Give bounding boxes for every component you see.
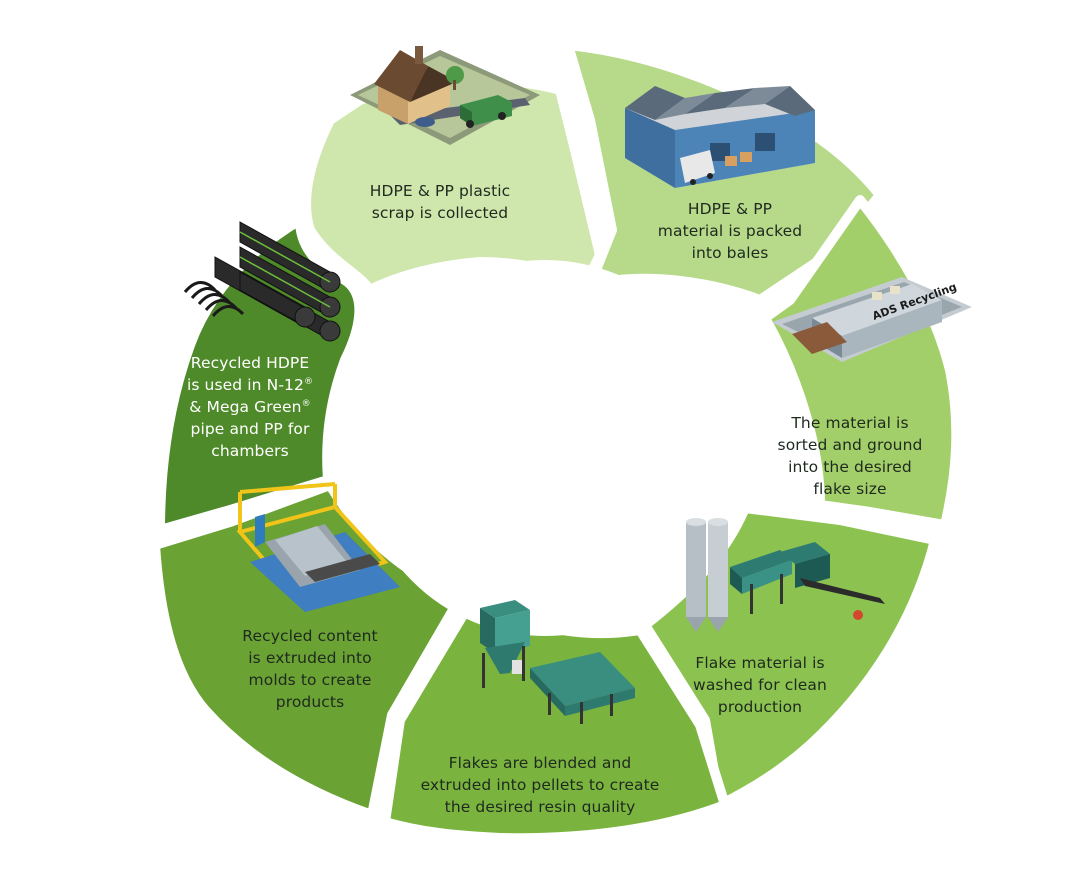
label-line: Flake material is [695,654,825,672]
label-line: flake size [813,480,887,498]
extrusion-mold-icon [236,482,400,612]
label-bale: HDPE & PP material is packed into bales [640,198,820,264]
label-line: is extruded into [248,649,372,667]
label-text: & Mega Green [189,398,302,416]
label-line: production [717,698,803,716]
label-line: Recycled HDPE [190,354,310,372]
registered-mark: ® [301,398,311,409]
label-sort: The material is sorted and ground into t… [760,412,940,500]
label-line: material is packed [657,222,803,240]
label-text: is used in N-12 [186,376,304,394]
label-line: into bales [691,244,769,262]
label-collect: HDPE & PP plastic scrap is collected [340,180,540,224]
label-line: into the desired [788,458,912,476]
pellet-extruder-icon [480,600,635,724]
label-line: pipe and PP for [190,420,310,438]
label-line: HDPE & PP plastic [369,182,511,200]
ads-recycling-facility-icon: ADS Recycling [772,277,972,362]
label-line: products [275,693,345,711]
label-wash: Flake material is washed for clean produ… [670,652,850,718]
label-line: & Mega Green® [170,396,330,418]
house-garbage-truck-icon [350,46,540,145]
wash-line-machinery-icon [686,518,885,632]
label-pellet: Flakes are blended and extruded into pel… [405,752,675,818]
label-line: extruded into pellets to create [420,776,660,794]
label-line: molds to create [248,671,372,689]
label-mold: Recycled content is extruded into molds … [225,625,395,713]
center-hole [357,260,733,636]
label-line: sorted and ground [777,436,923,454]
label-line: scrap is collected [371,204,509,222]
label-line: is used in N-12® [170,374,330,396]
pipes-icon [183,221,341,342]
registered-mark: ® [303,376,314,387]
label-line: Recycled content [242,627,378,645]
label-line: Flakes are blended and [448,754,632,772]
warehouse-icon [625,86,815,188]
label-line: chambers [211,442,289,460]
label-line: The material is [791,414,909,432]
label-line: washed for clean [693,676,827,694]
label-line: the desired resin quality [444,798,636,816]
label-line: HDPE & PP [687,200,773,218]
label-pipe: Recycled HDPE is used in N-12® & Mega Gr… [170,352,330,462]
